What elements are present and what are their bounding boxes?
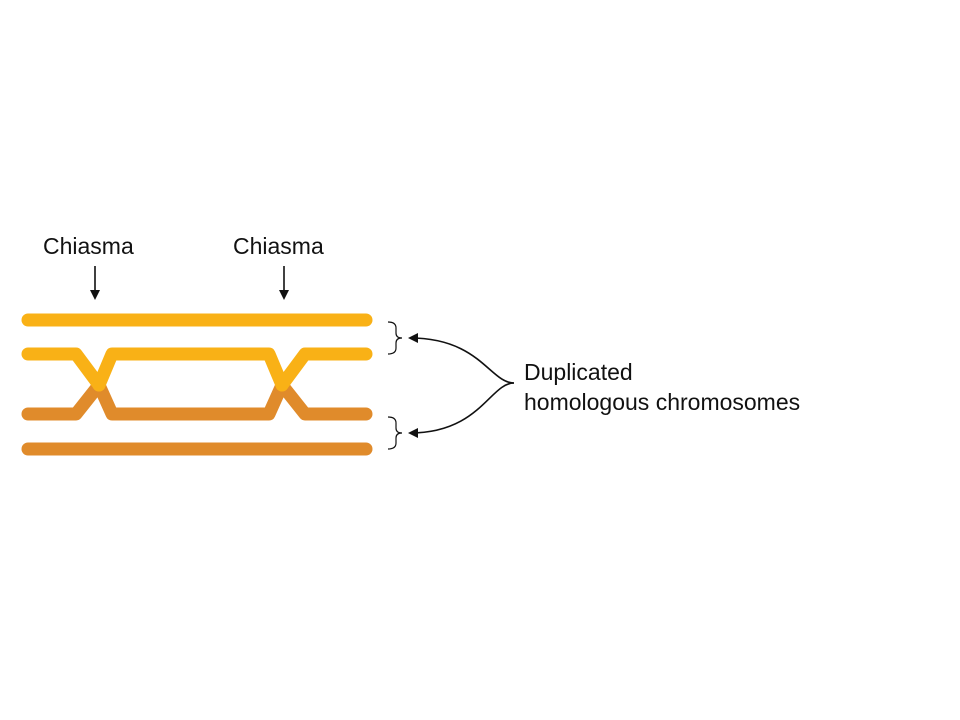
- chromosomes-label-line1: Duplicated: [524, 359, 633, 385]
- brace-upper: [387, 321, 403, 355]
- chromatid-inner-orange: [21, 378, 106, 421]
- chiasma-label-left: Chiasma: [43, 233, 134, 259]
- chromosomes-label-line2: homologous chromosomes: [524, 389, 800, 415]
- chiasma-label-right: Chiasma: [233, 233, 324, 259]
- brace-lower: [387, 416, 403, 450]
- chromatids: [21, 313, 373, 456]
- pointer-arrow-lower: [408, 382, 515, 438]
- chromatid-inner-yellow: [21, 347, 106, 392]
- pointer-arrow-upper: [408, 333, 515, 384]
